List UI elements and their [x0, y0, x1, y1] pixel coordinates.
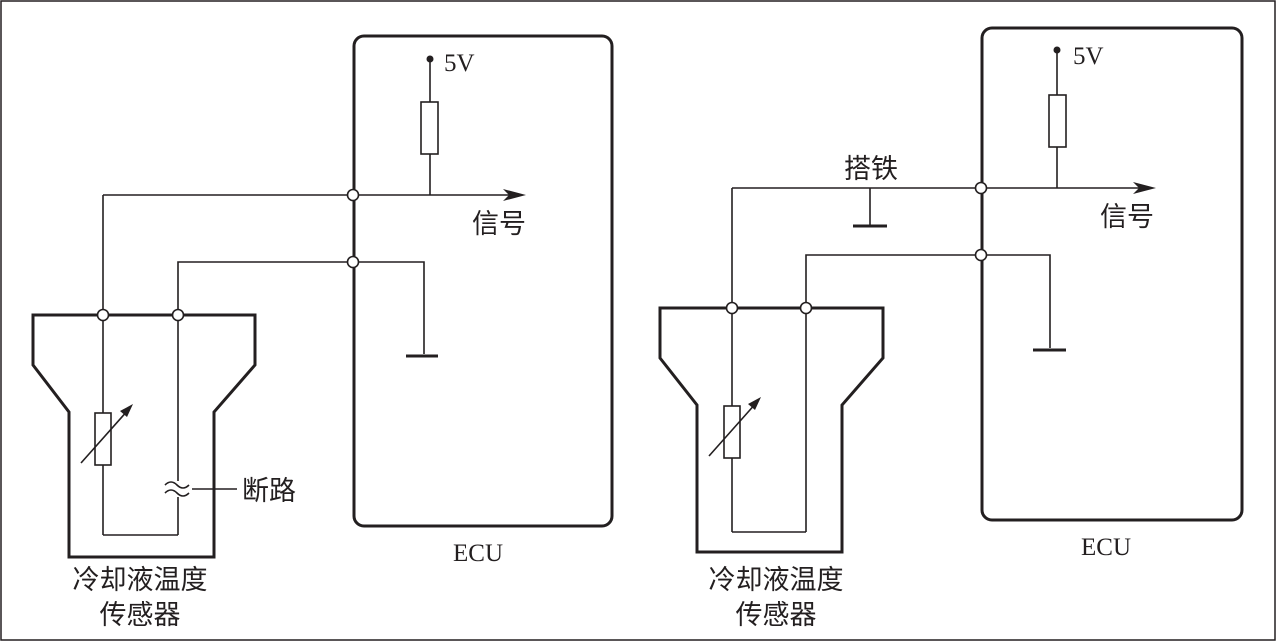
left-break-mark: [164, 481, 190, 497]
left-sensor-node-a: [96, 308, 110, 322]
right-sensor-node-a: [725, 301, 739, 315]
left-open-circuit-label: 断路: [242, 476, 296, 507]
left-sensor-housing: [31, 313, 257, 559]
left-ecu-label: ECU: [453, 540, 503, 567]
right-sensor-label-line2: 传感器: [736, 600, 817, 631]
left-thermistor-arrow-shaft: [80, 408, 130, 464]
right-thermistor-arrow-shaft: [708, 401, 758, 457]
right-signal-arrow: [1133, 182, 1156, 194]
right-sensor-housing: [658, 306, 885, 554]
left-5v-label: 5V: [444, 50, 475, 77]
left-pullup-resistor: [420, 101, 439, 155]
right-5v-label: 5V: [1073, 43, 1104, 70]
left-ground-wire: [177, 261, 425, 354]
right-sensor-label-line1: 冷却液温度: [709, 565, 844, 596]
right-circuit: ECU 5V 信号 搭铁 冷却液温度: [658, 26, 1244, 631]
left-sensor-node-b: [171, 308, 185, 322]
left-signal-label: 信号: [472, 209, 526, 240]
right-signal-label: 信号: [1100, 202, 1154, 233]
right-ground-wire: [805, 254, 1051, 348]
right-pullup-resistor: [1048, 94, 1067, 148]
left-ecu-signal-node: [346, 188, 360, 202]
left-sensor-label-line2: 传感器: [100, 600, 181, 631]
left-ecu-box: [352, 34, 614, 528]
right-ecu-ground-node: [974, 248, 988, 262]
left-ecu-ground-node: [346, 255, 360, 269]
left-circuit: ECU 5V 信号 断路 冷: [31, 34, 614, 631]
right-thermistor: [723, 405, 741, 459]
right-ground-short-label: 搭铁: [844, 154, 898, 185]
right-ecu-box: [980, 26, 1244, 522]
right-thermistor-arrow-head: [748, 397, 761, 410]
left-thermistor-arrow-head: [120, 404, 133, 417]
left-sensor-label-line1: 冷却液温度: [73, 565, 208, 596]
right-ecu-label: ECU: [1081, 534, 1131, 561]
right-ecu-signal-node: [974, 181, 988, 195]
left-signal-arrow: [503, 189, 526, 201]
right-sensor-node-b: [799, 301, 813, 315]
